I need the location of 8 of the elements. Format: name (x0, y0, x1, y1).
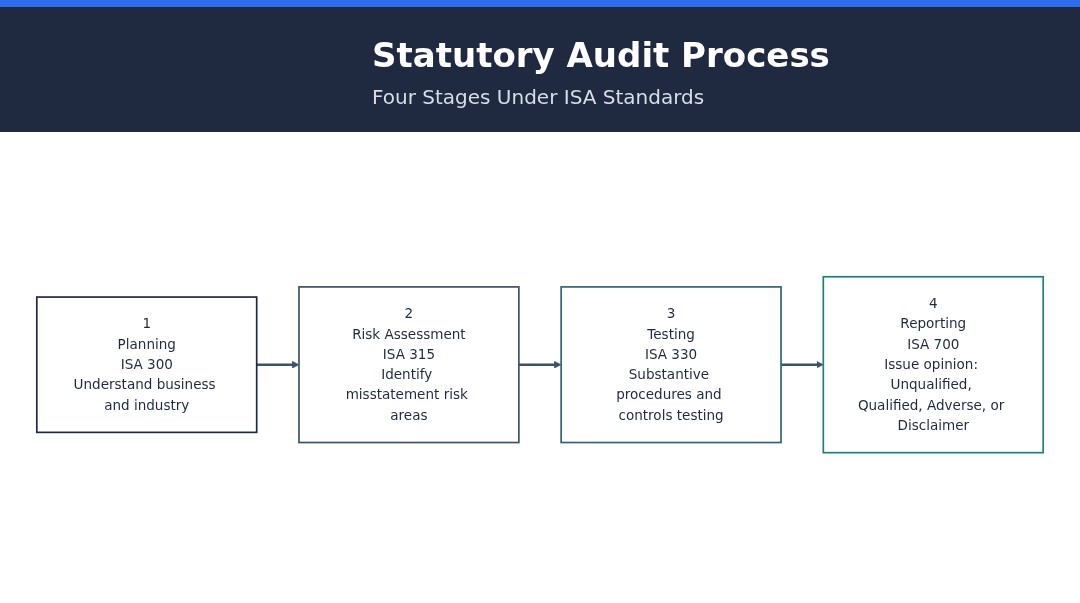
node-box: 4 Reporting ISA 700 Issue opinion: Unqualified, Qualified, Adverse, or Disclaimer (822, 276, 1045, 454)
title: Statutory Audit Process (372, 35, 830, 75)
arrow (518, 361, 562, 369)
node-box: 2 Risk Assessment ISA 315 Identify misstatement risk areas (298, 286, 520, 444)
subtitle: Four Stages Under ISA Standards (372, 85, 705, 109)
arrow (781, 361, 824, 369)
node-box: 3 Testing ISA 330 Substantive procedures and controls testing (560, 286, 782, 444)
node-box: 1 Planning ISA 300 Understand business and industry (35, 296, 258, 434)
